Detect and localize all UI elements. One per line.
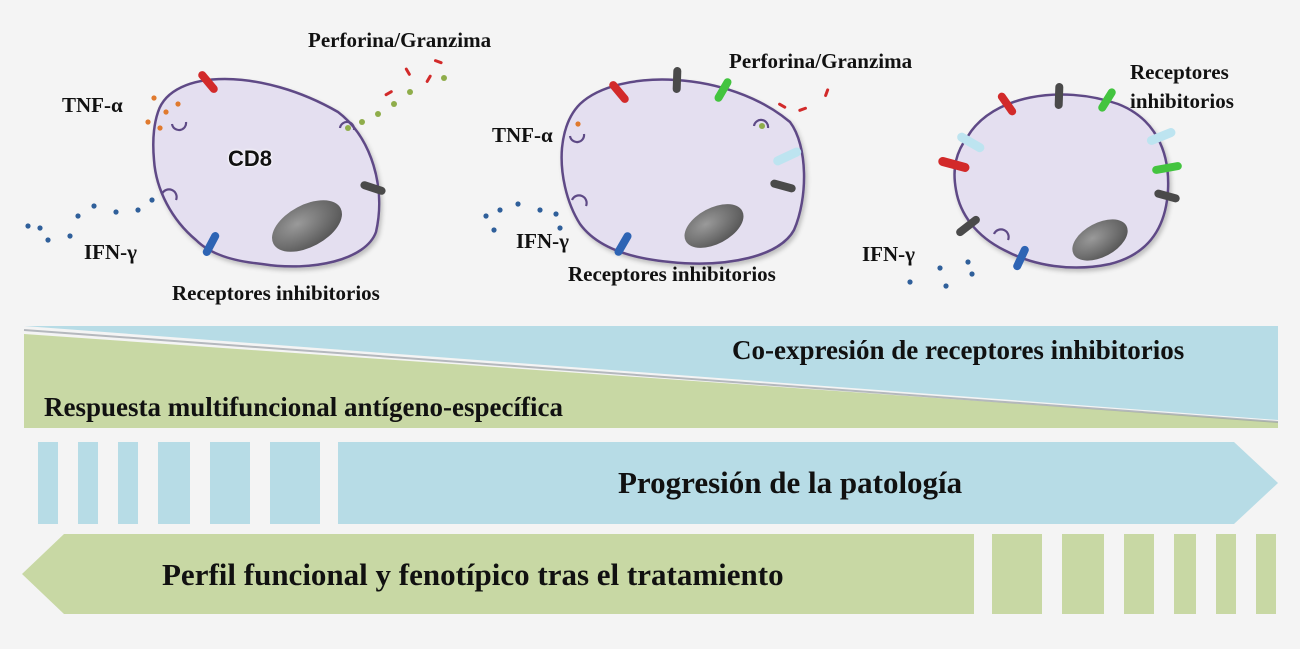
receptor-blue (1013, 245, 1029, 271)
receptor-blue (202, 232, 220, 256)
arrow-segment (158, 442, 190, 524)
receptor-red (198, 71, 218, 93)
receptor-light-blue (1146, 128, 1176, 145)
receptor-green (714, 78, 732, 102)
cell-2-granule-pocket (752, 118, 770, 129)
cell-2-tnf-pocket (568, 133, 586, 144)
cell-2-nucleus (684, 204, 744, 248)
receptor-light-blue (957, 132, 985, 153)
treatment-profile-label: Perfil funcional y fenotípico tras el tr… (162, 557, 784, 592)
gradient-band (23, 326, 1279, 428)
cell-3-membrane (953, 93, 1170, 269)
multifunctional-label: Respuesta multifuncional antígeno-especí… (44, 392, 563, 422)
cell-1-membrane (151, 77, 381, 268)
arrow-segment (38, 442, 58, 524)
ifn-molecules (907, 259, 975, 289)
granule-label: Perforina/Granzima (729, 49, 913, 73)
ifn-molecules (483, 201, 563, 233)
arrow-segment (270, 442, 320, 524)
receptor-dark (956, 215, 980, 237)
cell-1-ifn-pocket (160, 188, 178, 201)
tnf-molecules (145, 95, 181, 131)
granule-molecules (759, 88, 830, 129)
progression-arrow (38, 442, 1278, 524)
cd8-label: CD8 (228, 146, 273, 171)
treatment-arrow (22, 534, 1276, 614)
receptor-red (997, 92, 1017, 116)
receptor-light-blue (773, 147, 802, 166)
tnf-molecules (575, 121, 581, 127)
granule-molecules (345, 59, 447, 131)
cell-1-granule-pocket (338, 120, 356, 131)
band-divider (23, 329, 1279, 423)
receptor-red (609, 81, 629, 103)
treatment-arrow-body (22, 534, 974, 614)
ifn-molecules (25, 197, 155, 243)
arrow-segment (118, 442, 138, 524)
ifn-label: IFN-γ (862, 242, 915, 266)
tnf-label: TNF-α (62, 93, 123, 117)
coexpression-label: Co-expresión de receptores inhibitorios (732, 335, 1185, 365)
cell-1-tnf-pocket (170, 121, 188, 132)
multifunctional-band (24, 334, 1278, 428)
ifn-label: IFN-γ (516, 229, 569, 253)
receptor-dark (770, 179, 796, 193)
receptor-green (1098, 88, 1116, 112)
cell-3 (907, 83, 1182, 289)
receptor-dark (672, 67, 682, 93)
receptor-blue (614, 232, 632, 256)
arrow-segment (1062, 534, 1104, 614)
receptor-red (938, 157, 970, 172)
progression-label: Progresión de la patología (618, 465, 963, 500)
receptor-dark (1154, 189, 1180, 203)
receptor-dark (1054, 83, 1064, 109)
receptor-label: Receptores inhibitorios (568, 262, 776, 286)
receptor-green (1152, 162, 1182, 174)
cell-3-nucleus (1072, 219, 1128, 261)
coexpression-band (24, 326, 1278, 420)
arrow-segment (1124, 534, 1154, 614)
granule-label: Perforina/Granzima (308, 28, 492, 52)
receptor-dark (360, 181, 386, 195)
receptor-label: Receptores inhibitorios (1130, 60, 1234, 113)
ifn-label: IFN-γ (84, 240, 137, 264)
cell-1 (25, 59, 447, 268)
tnf-label: TNF-α (492, 123, 553, 147)
arrow-segment (1216, 534, 1236, 614)
arrow-segment (210, 442, 250, 524)
cell-2-membrane (560, 78, 806, 265)
arrow-segment (1256, 534, 1276, 614)
cell-3-ifn-pocket (992, 228, 1010, 241)
receptor-label: Receptores inhibitorios (172, 281, 380, 305)
arrow-segment (78, 442, 98, 524)
cell-2-ifn-pocket (570, 194, 588, 207)
progression-arrow-body (338, 442, 1278, 524)
arrow-segment (992, 534, 1042, 614)
cell-2 (483, 67, 830, 265)
cell-1-nucleus (272, 200, 342, 252)
arrow-segment (1174, 534, 1196, 614)
